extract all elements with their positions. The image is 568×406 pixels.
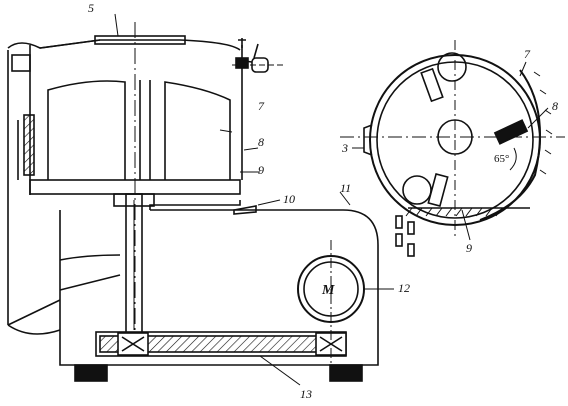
label-9: 9 [258, 163, 264, 177]
label-10: 10 [283, 192, 295, 206]
motor-letter: M [321, 283, 335, 298]
holder-right [493, 119, 529, 145]
foot-right [329, 364, 363, 382]
guide-shoe [479, 69, 541, 221]
foot-left [74, 364, 108, 382]
lever-10 [233, 205, 257, 215]
label-8: 8 [258, 135, 264, 149]
holder-bottom [427, 172, 449, 208]
holder-top-left [420, 67, 444, 103]
lid-plate [94, 35, 186, 45]
label-12: 12 [398, 281, 410, 295]
top-lid [39, 39, 241, 51]
label-7: 7 [258, 99, 265, 113]
label-3-side: 3 [341, 141, 348, 155]
frame-clip [11, 54, 31, 72]
angle-label: 65° [494, 153, 509, 165]
label-8-side: 8 [552, 99, 558, 113]
label-9-side: 9 [466, 241, 472, 255]
label-5: 5 [88, 1, 94, 15]
scale-bar [23, 114, 35, 176]
machine-housing [59, 209, 379, 366]
front-view [7, 13, 394, 386]
plan-view [340, 40, 565, 257]
label-11: 11 [340, 181, 351, 195]
drum-right-wall [164, 81, 231, 180]
label-13: 13 [300, 387, 312, 401]
roller-top [437, 52, 467, 82]
roller-bottom [402, 175, 432, 205]
shaft-bearing [113, 193, 155, 207]
frame-column [7, 45, 31, 325]
label-7-side: 7 [524, 47, 531, 61]
drum-left-wall [47, 80, 126, 180]
